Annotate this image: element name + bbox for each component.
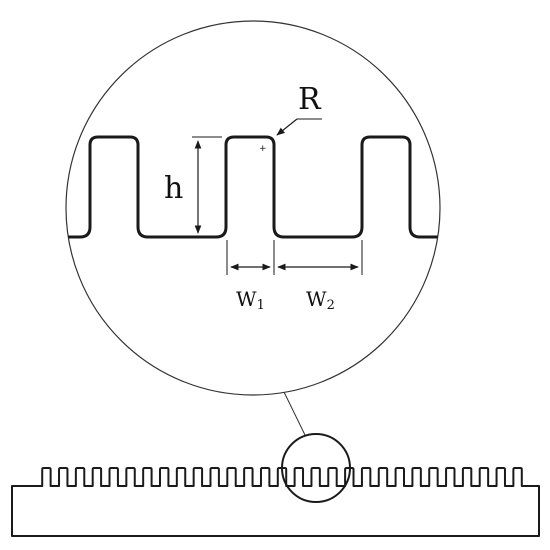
width1-label: W1: [236, 287, 265, 313]
radius-indicator: +: [259, 118, 322, 154]
magnified-view-circle: [65, 20, 441, 396]
rack-outline: [11, 467, 540, 537]
radius-label: R: [298, 82, 322, 117]
height-dimension: [192, 136, 222, 238]
leader-line: [283, 391, 306, 436]
width2-label: W2: [306, 287, 335, 313]
detail-highlight-circle: [281, 433, 351, 503]
magnified-tooth-profile: [66, 135, 440, 239]
center-mark-icon: +: [259, 144, 267, 154]
height-label: h: [164, 171, 183, 206]
width-dimensions: [226, 240, 363, 275]
